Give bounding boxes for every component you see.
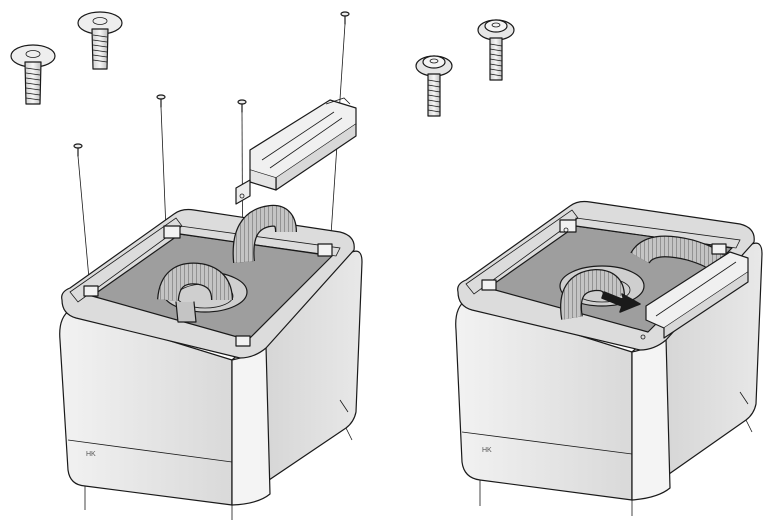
left-panel: HK (10, 11, 363, 520)
flexible-hose-icon (232, 204, 297, 264)
unit-marking: HK (86, 451, 96, 458)
flexible-hose-icon (157, 262, 233, 323)
flexible-hose-icon (630, 235, 724, 271)
unit-marking: HK (482, 447, 492, 454)
mounting-bracket-icon (645, 243, 749, 339)
flange-head-screw-icon (477, 19, 515, 81)
countersunk-screw-icon (10, 44, 56, 105)
housing: HK (59, 208, 363, 520)
right-panel: HK (415, 19, 763, 516)
flange-head-screw-icon (415, 55, 453, 117)
countersunk-screw-icon (77, 11, 123, 70)
flexible-hose-icon (560, 268, 625, 320)
small-screw-icon (73, 143, 91, 291)
direction-arrow-icon (601, 291, 641, 313)
small-screw-icon (156, 94, 167, 231)
mounting-bracket-icon (235, 97, 357, 205)
